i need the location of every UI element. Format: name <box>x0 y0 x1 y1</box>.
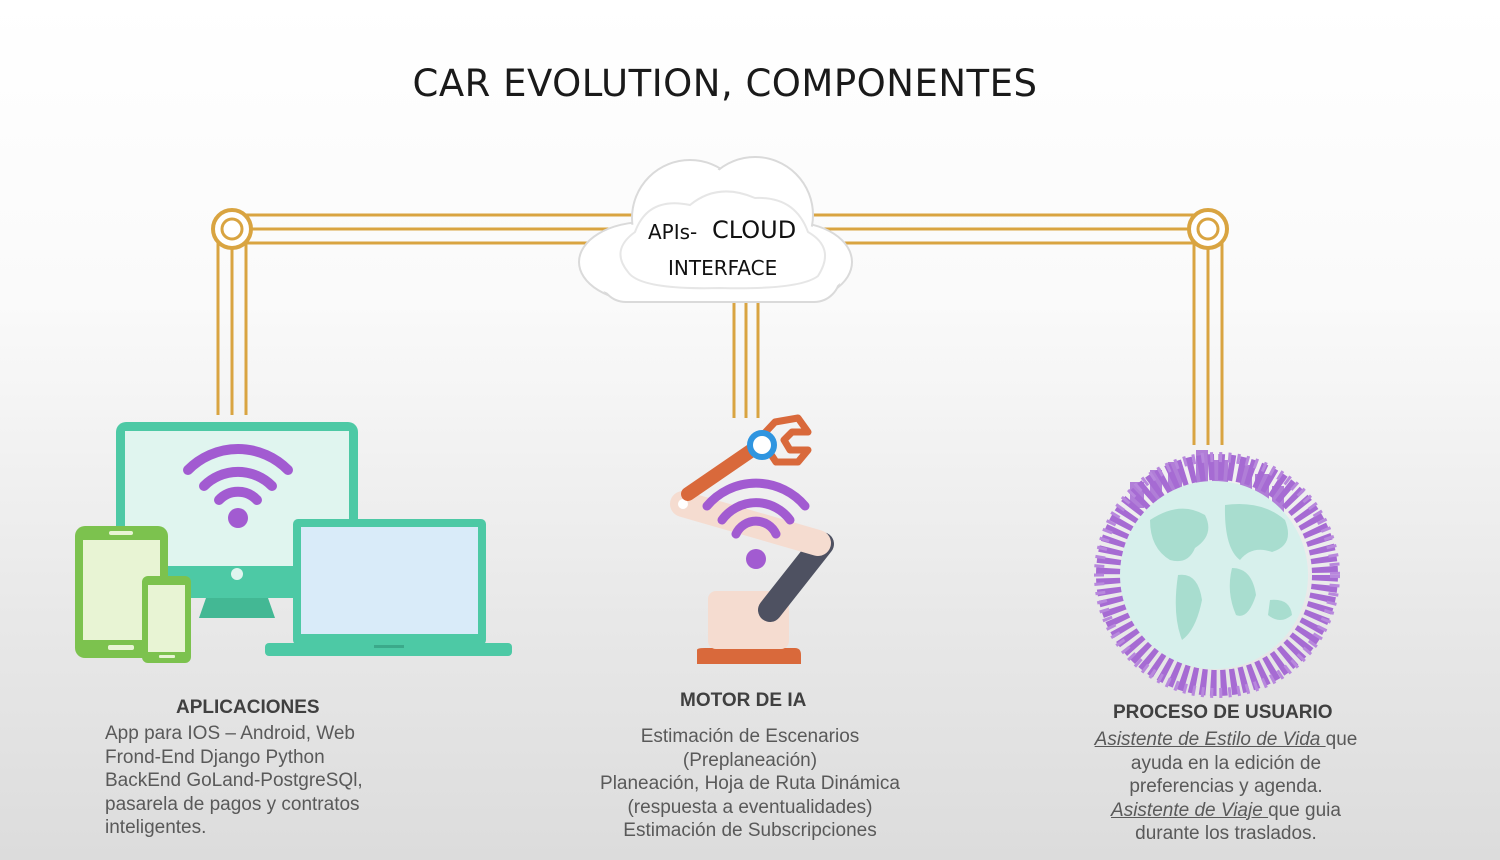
cloud-apis-label: APIs- <box>648 220 698 244</box>
apps-line: inteligentes. <box>105 817 207 838</box>
devices-icon <box>75 422 512 663</box>
ai-title: MOTOR DE IA <box>680 690 807 711</box>
apps-title: APLICACIONES <box>176 697 320 718</box>
apps-line: pasarela de pagos y contratos <box>105 793 360 815</box>
ai-line: (Preplaneación) <box>682 749 818 771</box>
right-joint-icon <box>1187 208 1229 250</box>
left-joint-icon <box>211 208 253 250</box>
user-line: ayuda en la edición de <box>1130 752 1322 774</box>
ai-line: Planeación, Hoja de Ruta Dinámica <box>600 773 900 794</box>
apps-line: BackEnd GoLand-PostgreSQl, <box>105 770 363 791</box>
globe-city-icon <box>1094 450 1340 698</box>
travel-assistant-link[interactable]: Asistente de Viaje <box>1111 799 1269 821</box>
cloud-cloud-label: CLOUD <box>712 216 797 244</box>
apps-line: Frond-End Django Python <box>105 746 325 768</box>
user-description: Asistente de Estilo de Vida que ayuda en… <box>1076 728 1376 846</box>
user-text: que <box>1325 729 1358 750</box>
wifi-icon <box>702 478 810 539</box>
cloud-icon <box>578 156 853 303</box>
user-line: Asistente de Viaje que guia <box>1076 799 1376 823</box>
lifestyle-assistant-link[interactable]: Asistente de Estilo de Vida <box>1094 729 1326 750</box>
connector-lines <box>216 213 1224 445</box>
ai-line: Estimación de Subscripciones <box>623 820 877 841</box>
cloud-interface-label: INTERFACE <box>668 256 778 280</box>
apps-line: App para IOS – Android, Web <box>105 723 355 744</box>
apps-description: App para IOS – Android, Web Frond-End Dj… <box>105 722 363 840</box>
user-title: PROCESO DE USUARIO <box>1113 702 1333 723</box>
wifi-icon <box>183 443 293 505</box>
page-title: CAR EVOLUTION, COMPONENTES <box>412 62 1038 105</box>
ai-line: Estimación de Escenarios <box>640 726 860 747</box>
robot-arm-icon <box>670 414 834 664</box>
user-text: que guia <box>1268 799 1341 821</box>
ai-description: Estimación de Escenarios (Preplaneación)… <box>560 725 940 843</box>
user-line: Asistente de Estilo de Vida que <box>1076 728 1376 752</box>
user-line: preferencias y agenda. <box>1129 776 1323 797</box>
ai-line: (respuesta a eventualidades) <box>627 796 873 818</box>
user-line: durante los traslados. <box>1135 823 1317 844</box>
